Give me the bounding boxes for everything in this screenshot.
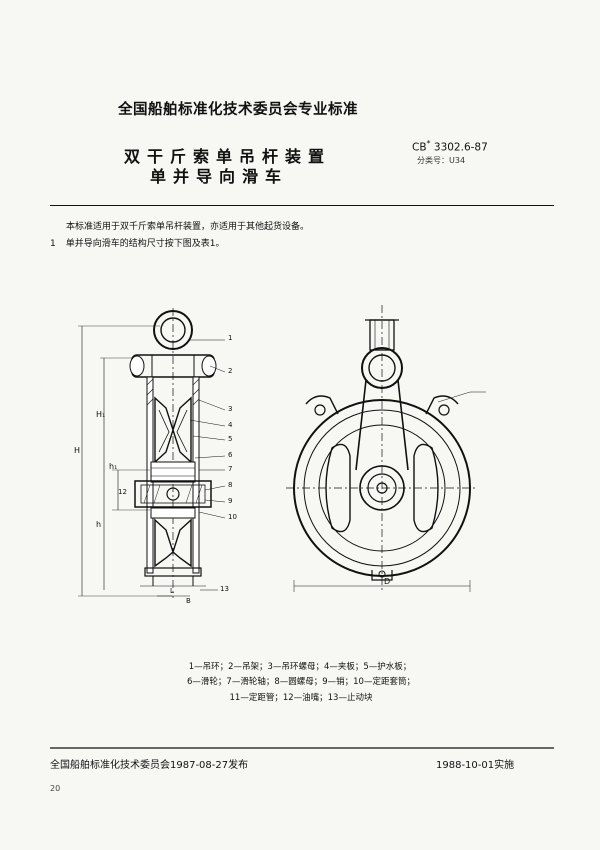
page-number: 20	[50, 784, 61, 793]
figure-caption-line2: 6—滑轮；7—滑轮轴；8—圆螺母；9—销；10—定距套筒；	[187, 677, 415, 687]
dim-label-h1: h₁	[109, 462, 118, 471]
dim-label-H: H	[74, 446, 81, 455]
document-title-line1: 双干斤索单吊杆装置	[124, 147, 332, 166]
callout-8: 8	[228, 481, 233, 489]
side-view	[286, 305, 486, 592]
header-rule	[50, 205, 554, 206]
category-number: 分类号：U34	[417, 156, 466, 165]
callout-2: 2	[228, 367, 233, 375]
standard-sup: *	[426, 139, 431, 148]
dim-label-D: D	[384, 577, 391, 586]
callout-3: 3	[228, 405, 233, 413]
clause-number: 1	[50, 239, 56, 249]
standard-prefix: CB	[412, 141, 427, 154]
standard-number-value: 3302.6-87	[433, 141, 488, 154]
section-view	[78, 308, 226, 598]
dim-label-H1: H₁	[96, 410, 106, 419]
issuing-organization: 全国船舶标准化技术委员会专业标准	[118, 102, 358, 118]
callout-5: 5	[228, 435, 233, 443]
document-title-line2: 单并导向滑车	[150, 167, 289, 186]
figure-caption-line1: 1—吊环；2—吊架；3—吊环螺母；4—夹板；5—护水板；	[188, 662, 412, 672]
effective-date: 1988-10-01实施	[436, 760, 515, 771]
callout-13: 13	[220, 585, 229, 593]
callout-4: 4	[228, 421, 233, 429]
callout-1: 1	[228, 334, 233, 342]
scope-paragraph: 本标准适用于双千斤索单吊杆装置，亦适用于其他起货设备。	[66, 222, 310, 232]
callout-7: 7	[228, 465, 233, 473]
clause-1: 1 单并导向滑车的结构尺寸按下图及表1。	[50, 236, 224, 249]
figure-caption-line3: 11—定距管；12—油嘴；13—止动块	[229, 693, 373, 703]
dim-label-B: B	[186, 597, 191, 605]
dim-label-L: L	[170, 587, 174, 595]
callout-10: 10	[228, 513, 237, 521]
callout-12: 12	[118, 488, 127, 496]
issue-date: 全国船舶标准化技术委员会1987-08-27发布	[50, 760, 249, 771]
callout-6: 6	[228, 451, 233, 459]
clause-text: 单并导向滑车的结构尺寸按下图及表1。	[65, 239, 225, 249]
dim-label-h: h	[96, 520, 102, 529]
standard-number: CB* 3302.6-87	[412, 139, 488, 154]
callout-9: 9	[228, 497, 233, 505]
